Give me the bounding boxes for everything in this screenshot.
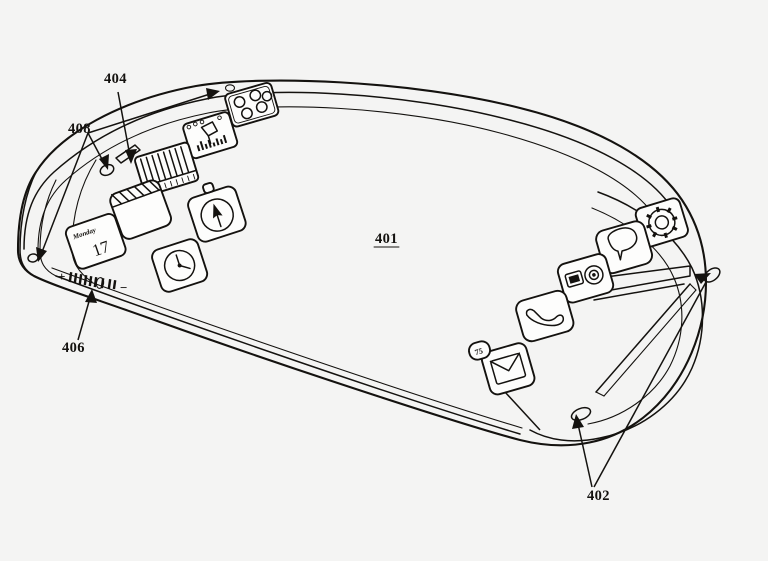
clock-icon[interactable]	[150, 237, 209, 294]
label-402: 402	[587, 488, 610, 504]
display-front-lower-edge	[55, 275, 521, 435]
side-port-upper-oval	[703, 267, 721, 283]
leader-lines	[36, 88, 711, 488]
arrowhead-408-b	[36, 247, 47, 262]
notes-spiral-binding	[111, 180, 160, 205]
phone-icon[interactable]	[514, 289, 576, 344]
leader-408-b	[41, 132, 89, 253]
label-401: 401	[375, 231, 398, 247]
compass-needle	[213, 203, 223, 219]
equalizer-bars	[196, 134, 228, 152]
left-endcap-outline	[19, 171, 37, 277]
settings-gear-icon[interactable]	[634, 197, 690, 249]
volume-minus-label: −	[120, 280, 128, 295]
arrowhead-406	[85, 289, 97, 303]
label-404: 404	[104, 71, 127, 87]
mail-badge-count: 75	[474, 346, 484, 357]
mail-badge: 75	[468, 340, 492, 361]
label-401-group: 401	[373, 231, 400, 248]
arrowhead-408-c	[206, 88, 220, 100]
label-406: 406	[62, 340, 85, 356]
side-port-lower-oval	[570, 406, 592, 422]
right-icon-cluster[interactable]: 75	[467, 197, 690, 400]
volume-slider[interactable]: + −	[58, 269, 128, 295]
gear-teeth	[646, 206, 678, 239]
arrowhead-402-a	[572, 414, 584, 429]
mail-icon[interactable]: 75	[467, 330, 536, 399]
volume-plus-label: +	[58, 269, 66, 284]
leader-404	[117, 91, 131, 157]
leader-402-b	[593, 281, 707, 488]
music-app-icon[interactable]	[182, 111, 239, 160]
label-408: 408	[68, 121, 91, 137]
calendar-date-label: 17	[90, 237, 113, 261]
top-sensor-dot	[224, 84, 236, 92]
side-speaker-slot-long	[595, 283, 691, 393]
side-speaker-slot-cap-upper	[689, 283, 697, 291]
side-speaker-slot-cap-lower	[595, 391, 605, 397]
music-top-dots	[186, 115, 222, 130]
calendar-icon[interactable]: Monday 17	[64, 212, 127, 271]
volume-slider-knob[interactable]	[95, 277, 105, 289]
camera-icon[interactable]	[556, 252, 615, 304]
messages-icon[interactable]	[594, 219, 654, 275]
left-icon-cluster[interactable]: Monday 17	[64, 82, 280, 294]
utilities-folder-icon[interactable]	[224, 82, 280, 128]
leader-408-c	[87, 93, 211, 134]
arrowhead-402-b	[694, 273, 711, 284]
leader-402-a	[577, 423, 593, 488]
arrowhead-404	[125, 149, 137, 164]
arrowhead-408-a	[99, 154, 109, 170]
leader-406	[77, 297, 91, 341]
side-speaker-slot-line-a	[593, 283, 685, 301]
compass-icon[interactable]	[183, 176, 248, 244]
side-speaker-slot-long-b	[603, 289, 697, 397]
compass-tab	[202, 182, 215, 194]
connector-mail-to-edge	[504, 391, 541, 431]
reference-numeral-labels: 404 408 406 401 402	[62, 71, 610, 504]
